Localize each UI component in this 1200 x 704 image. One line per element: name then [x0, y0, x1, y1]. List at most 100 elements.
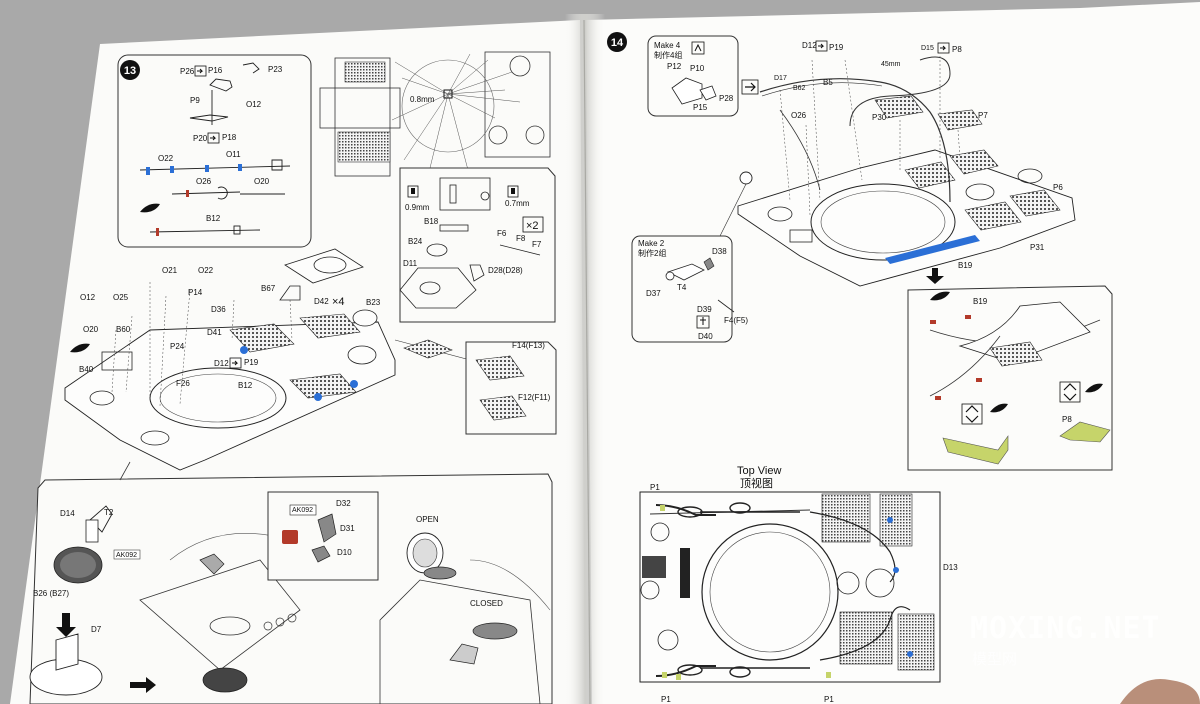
label-d17: D17 — [774, 75, 787, 82]
label-p1-top: P1 — [650, 483, 660, 492]
top-inset-panel — [117, 54, 312, 248]
label-b24: B24 — [408, 237, 423, 246]
make4-title: Make 4 — [654, 41, 681, 50]
label-b62: B62 — [793, 85, 806, 92]
hinge-part-green-2 — [1059, 421, 1111, 443]
label-ak092-b: AK092 — [292, 507, 313, 514]
step-13-badge — [120, 60, 140, 80]
label-o20: O20 — [254, 177, 270, 186]
main-hull-assembly — [64, 248, 471, 471]
label-d10: D10 — [337, 548, 352, 557]
label-b12: B12 — [206, 214, 221, 223]
label-f8: F8 — [516, 234, 526, 243]
label-o25: O25 — [113, 293, 129, 302]
label-d12: D12 — [214, 359, 229, 368]
label-o20b: O20 — [83, 325, 99, 334]
label-p30: P30 — [872, 113, 887, 122]
make2-title-cn: 制作2组 — [638, 248, 666, 258]
label-b40: B40 — [79, 365, 94, 374]
label-d36: D36 — [211, 305, 226, 314]
label-closed: CLOSED — [470, 599, 503, 608]
drill-inset-parts — [399, 177, 541, 309]
moxing-watermark: MOXING.NET 模型网 — [970, 611, 1161, 668]
bottom-panel — [29, 473, 553, 704]
label-o26: O26 — [196, 177, 212, 186]
label-p26: P26 — [180, 67, 195, 76]
direction-icon-box — [741, 79, 759, 95]
label-d28: D28(D28) — [488, 266, 523, 275]
make4-inset — [647, 35, 739, 117]
top-view-title-cn: 顶视图 — [740, 476, 773, 490]
label-p1-bottom-right: P1 — [824, 695, 834, 704]
label-d13: D13 — [943, 563, 958, 572]
drill-inset-labels: 0.9mm 0.7mm B18 B24 D11 F6 F8 F7 D28(D28… — [403, 185, 544, 275]
engine-deck-labels: D12 P19 D15 P8 D17 B5 B62 45mm O26 P30 P… — [774, 40, 1063, 270]
label-o21: O21 — [162, 266, 178, 275]
label-d38: D38 — [712, 247, 727, 256]
label-d40: D40 — [698, 332, 713, 341]
label-p18: P18 — [222, 133, 237, 142]
label-f14: F14(F13) — [512, 341, 545, 350]
label-p31: P31 — [1030, 243, 1045, 252]
label-o22b: O22 — [198, 266, 214, 275]
label-d11: D11 — [403, 259, 418, 268]
label-0-8mm: 0.8mm — [410, 95, 435, 104]
paint-chip-icon — [282, 530, 298, 544]
hand-photo-edge — [1120, 679, 1200, 704]
label-d41: D41 — [207, 328, 222, 337]
label-t4: T4 — [677, 283, 687, 292]
label-d14: D14 — [60, 509, 75, 518]
label-o11: O11 — [226, 150, 241, 159]
label-b18: B18 — [424, 217, 439, 226]
label-p8: P8 — [952, 45, 962, 54]
label-b19: B19 — [958, 261, 973, 270]
label-b26: B26 (B27) — [33, 589, 69, 598]
multiplier-x4: ×4 — [332, 296, 345, 308]
main-hull-labels: O21 O22 P14 O12 O25 O20 B60 B67 D42 ×4 B… — [79, 266, 381, 390]
watermark-text: MOXING.NET — [970, 611, 1161, 646]
label-b19-inset: B19 — [973, 297, 988, 306]
label-d7: D7 — [91, 625, 102, 634]
label-d42: D42 — [314, 297, 329, 306]
photo-etch-diagram: 0.8mm — [319, 51, 551, 177]
label-p20: P20 — [193, 134, 208, 143]
label-f26: F26 — [176, 379, 190, 388]
hinge-part-green-1 — [942, 435, 1009, 465]
top-view-title: Top View — [737, 465, 781, 477]
label-b60: B60 — [116, 325, 131, 334]
label-p6: P6 — [1053, 183, 1063, 192]
label-p15: P15 — [693, 103, 708, 112]
make2-title: Make 2 — [638, 239, 665, 248]
glue-brush-icon — [140, 203, 160, 213]
label-t2: T2 — [104, 508, 114, 517]
bottom-panel-parts — [29, 505, 551, 704]
top-inset-labels: P26 P16 P23 P9 O12 P20 P18 O22 O11 O26 O… — [158, 65, 283, 223]
label-d12-r: D12 — [802, 41, 817, 50]
bottom-panel-labels: D14 T2 AK092 B26 (B27) D7 AK092 D32 D31 … — [33, 499, 503, 634]
step-14-badge — [607, 32, 627, 52]
label-b5: B5 — [823, 78, 833, 87]
label-o12b: O12 — [80, 293, 96, 302]
make4-title-cn: 制作4组 — [654, 50, 682, 60]
label-0-9mm: 0.9mm — [405, 203, 430, 212]
label-p19-r: P19 — [829, 43, 844, 52]
fender-inset-panel — [465, 341, 557, 435]
label-d39: D39 — [697, 305, 712, 314]
label-d32: D32 — [336, 499, 351, 508]
label-p1-bottom-left: P1 — [661, 695, 671, 704]
glue-brush-icon-2 — [70, 343, 90, 353]
label-o12: O12 — [246, 100, 262, 109]
label-p16: P16 — [208, 66, 223, 75]
label-open: OPEN — [416, 515, 439, 524]
hinge-inset-panel — [907, 285, 1113, 471]
step-14-number: 14 — [611, 37, 624, 49]
multiplier-x2: ×2 — [526, 220, 539, 232]
label-d31: D31 — [340, 524, 355, 533]
label-p23: P23 — [268, 65, 283, 74]
engine-deck-assembly — [719, 56, 1076, 287]
step-13-number: 13 — [124, 65, 136, 77]
label-p8-inset: P8 — [1062, 415, 1072, 424]
step-14-group: 14 Make 4 制作4组 P12 P10 P28 P15 Make 2 制作… — [607, 32, 1113, 704]
